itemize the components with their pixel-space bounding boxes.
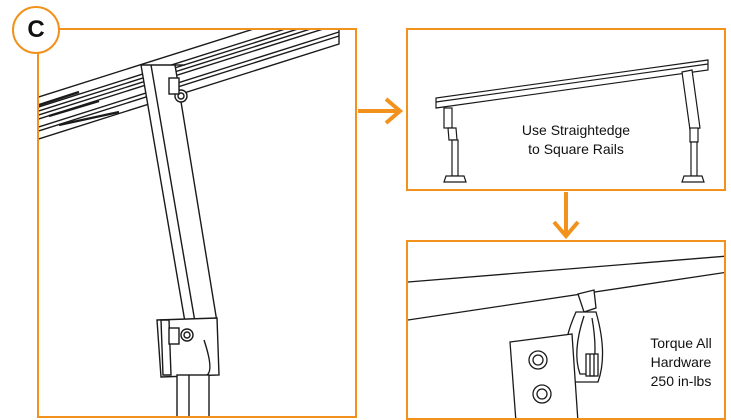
caption-square-rails: Use Straightedge to Square Rails xyxy=(496,121,656,159)
caption-square-line-1: Use Straightedge xyxy=(521,122,631,138)
detail-panel-hardware xyxy=(406,240,726,420)
caption-torque-line-3: 250 in-lbs xyxy=(650,373,712,389)
caption-square-line-2: to Square Rails xyxy=(528,141,624,157)
caption-torque-line-1: Torque All xyxy=(650,335,712,351)
leg-rail-illustration xyxy=(39,30,340,416)
arrow-right-icon xyxy=(358,97,404,125)
hardware-illustration xyxy=(408,255,724,418)
step-label-badge: C xyxy=(12,6,60,54)
detail-panel-rail-assembly xyxy=(406,28,726,191)
caption-torque-line-2: Hardware xyxy=(650,354,712,370)
rail-assembly-illustration xyxy=(435,59,709,183)
detail-panel-leg-rail xyxy=(37,28,357,418)
caption-torque-hardware: Torque All Hardware 250 in-lbs xyxy=(636,334,726,391)
arrow-down-icon xyxy=(552,192,580,240)
